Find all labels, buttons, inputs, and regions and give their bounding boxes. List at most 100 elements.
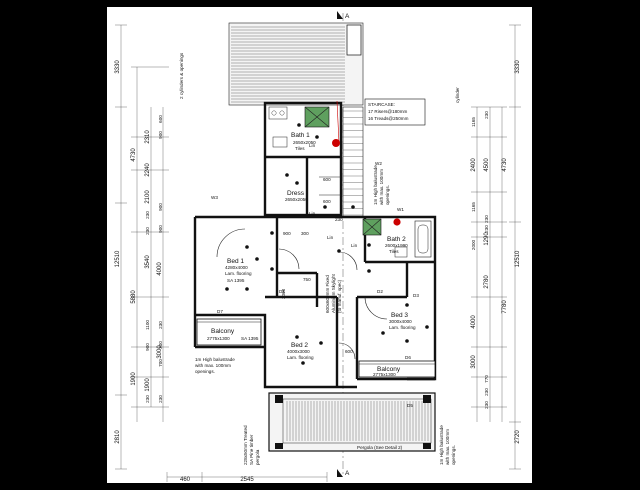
small-dim: 230	[335, 217, 343, 222]
dim-text: 230	[145, 395, 150, 403]
note-balustrade-left-1: 1m High balustrade	[195, 357, 235, 362]
dim-text: 230	[145, 211, 150, 219]
light-point	[225, 287, 229, 291]
light-point	[405, 339, 409, 343]
dims-bottom: 460 2545	[180, 477, 254, 483]
door-tag: D6	[405, 355, 411, 360]
dim-text: 7780	[502, 300, 508, 314]
bath1-name: Bath 1	[291, 132, 310, 139]
balcony-left-extra: SA 1395	[241, 336, 259, 341]
dim-text: 230	[145, 227, 150, 235]
dims-left-inner: 2310 2240 2100 3540 4000 3000 1900	[145, 130, 163, 392]
bed3-size: 3000x4000	[389, 319, 412, 324]
dim-text: 230	[484, 215, 489, 223]
bed3-name: Bed 3	[391, 312, 408, 319]
small-dim: 750	[303, 277, 311, 282]
note-balustrade-right-1: 1m High balustrade	[373, 165, 378, 205]
light-point	[270, 231, 274, 235]
dim-text: 230	[158, 395, 163, 403]
section-mark-top: A	[345, 13, 350, 20]
light-point	[245, 287, 249, 291]
note-skylight-2: Aluminium Skylight	[331, 273, 336, 313]
note-balustrade-right-3: openings.	[385, 185, 390, 205]
dim-text: 4730	[502, 158, 508, 172]
bath1-finish: Tiles	[295, 146, 305, 151]
light-point	[405, 303, 409, 307]
dims-right-inner: 2400 4500 1290 2780 4000 3000	[471, 158, 490, 369]
lin-tag: Lin	[309, 143, 316, 148]
door-tag: D7	[217, 309, 223, 314]
lin-tag: Lin	[351, 243, 358, 248]
dim-text: 3000	[471, 355, 477, 369]
bed2-size: 4000x3000	[287, 349, 310, 354]
floor-plan: 3330 4730 12510 5880 1900 2810 2310 2240…	[115, 11, 521, 483]
dim-text: 900	[158, 203, 163, 211]
light-point	[337, 249, 341, 253]
note-balustrade-bottom-3: openings.	[451, 445, 456, 465]
bed1-size: 4280x4000	[225, 265, 248, 270]
dim-text: 5880	[131, 290, 137, 304]
dim-text: 2100	[145, 190, 151, 204]
door-tag: D5	[407, 403, 413, 408]
balcony-left	[196, 318, 262, 346]
dim-text: 3000	[157, 345, 163, 359]
dim-text: 230	[158, 321, 163, 329]
dim-text: 1900	[131, 372, 137, 386]
bed1-name: Bed 1	[227, 258, 244, 265]
main-walls	[193, 215, 437, 389]
balcony-left-name: Balcony	[211, 328, 235, 335]
dim-text: 2400	[471, 158, 477, 172]
staircase-risers: 17 Risers@180mm	[368, 109, 408, 114]
light-point	[315, 135, 319, 139]
note-balustrade-right-2: with max. 100mm	[379, 169, 384, 205]
dim-text: 230	[484, 388, 489, 396]
dim-text: 2000	[471, 239, 476, 250]
dim-text: 900	[158, 225, 163, 233]
small-dim: 600	[323, 177, 331, 182]
dim-text: 1290	[484, 232, 490, 246]
note-balustrade-bottom-1: 1m High balustrade	[439, 425, 444, 465]
note-balustrade-left-3: openings.	[195, 369, 215, 374]
note-cylinders: 2 cylinders & openings	[179, 52, 184, 99]
dim-text: 1165	[471, 117, 476, 127]
light-point	[367, 269, 371, 273]
light-point	[323, 205, 327, 209]
staircase-treads: 16 Treads@250mm	[368, 116, 409, 121]
drawing-sheet: 3330 4730 12510 5880 1900 2810 2310 2240…	[107, 7, 532, 483]
dim-text: 230	[484, 111, 489, 119]
dim-text: 300	[158, 341, 163, 349]
door-tag: D3	[413, 293, 419, 298]
bed1-finish: Lam. flooring	[225, 271, 252, 276]
dims-left-outer: 3330 4730 12510 5880 1900 2810	[115, 60, 137, 444]
light-point	[255, 257, 259, 261]
dim-text: 12510	[115, 250, 121, 267]
light-point	[425, 325, 429, 329]
dim-text: 4000	[471, 315, 477, 329]
dims-right-small: 1165 230 1165 230 2000 230 230 770 230	[471, 111, 489, 409]
note-pergola-2: SA Pine timber	[249, 434, 254, 465]
core-walls	[263, 101, 343, 217]
light-point	[285, 173, 289, 177]
balcony-right-size: 2775x1300	[373, 372, 396, 377]
dim-text: 2240	[145, 163, 151, 177]
dim-text: 230	[484, 401, 489, 409]
light-point	[297, 123, 301, 127]
bath2-finish: Tiles	[389, 249, 399, 254]
light-point	[295, 181, 299, 185]
note-bottom-center: Pergola (See Detail 2)	[357, 445, 403, 450]
light-point	[367, 243, 371, 247]
light-point	[245, 245, 249, 249]
note-balustrade-left-2: with max. 100mm	[195, 363, 231, 368]
dim-text: 700	[158, 359, 163, 367]
light-point	[381, 331, 385, 335]
small-dim: 2000	[281, 288, 286, 299]
dims-right-outer: 3330 4730 12510 7780 2720	[502, 60, 521, 444]
note-balustrade-bottom-2: with max. 100mm	[445, 429, 450, 465]
dim-text: 12510	[515, 250, 521, 267]
light-point	[270, 267, 274, 271]
dim-text: 4730	[131, 148, 137, 162]
room-labels: Bath 1 2650x2050 Tiles Dress 2650x2050 B…	[207, 132, 419, 408]
bath1-size: 2650x2050	[293, 140, 316, 145]
dim-text: 2780	[484, 275, 490, 289]
bed1-extra: SA 1395	[227, 278, 245, 283]
